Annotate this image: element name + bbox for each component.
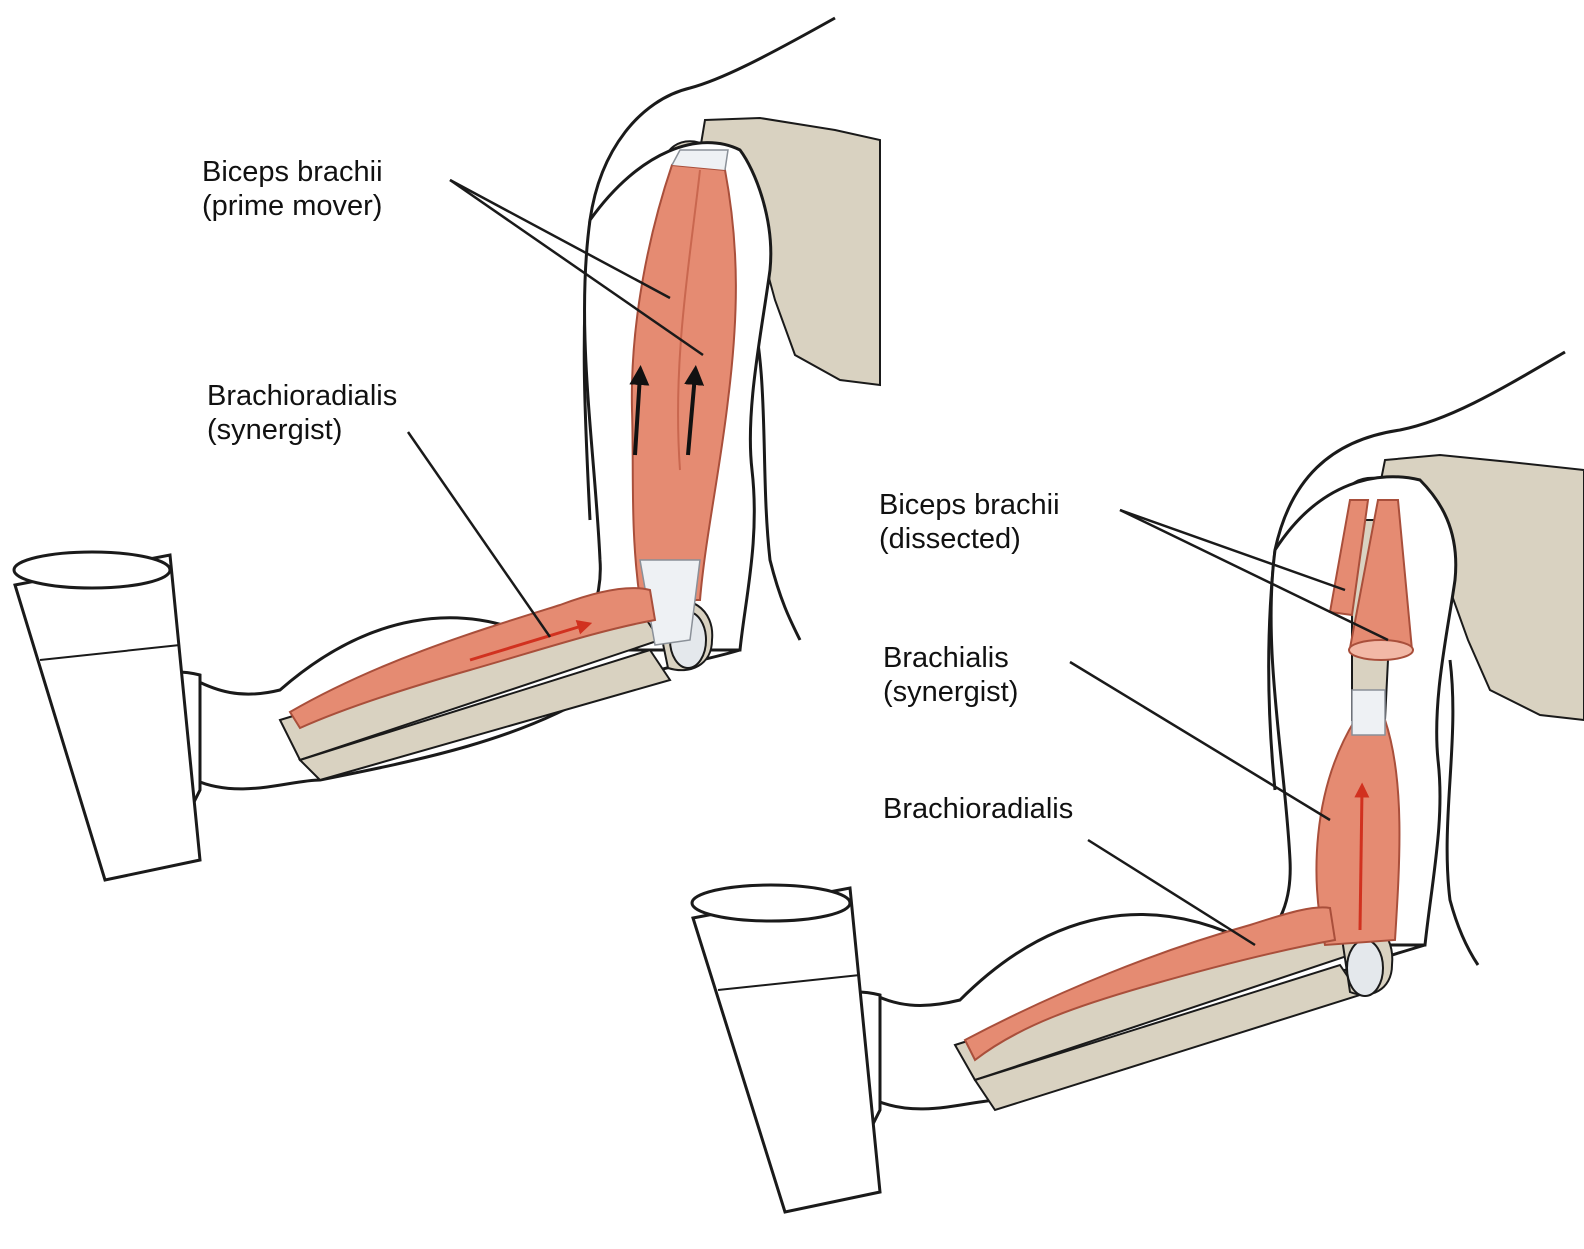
brachioradialis-name: Brachioradialis xyxy=(883,793,1074,825)
biceps-name: Biceps brachii xyxy=(879,489,1060,521)
label-biceps-prime-mover: Biceps brachii (prime mover) xyxy=(202,155,383,223)
brachioradialis-name: Brachioradialis xyxy=(207,380,398,412)
label-brachioradialis: Brachioradialis xyxy=(883,792,1073,826)
right-brachioradialis-leader xyxy=(1087,838,1256,947)
right-brachialis-leader xyxy=(1069,660,1331,822)
arrow-up-icon xyxy=(1354,782,1370,931)
left-biceps-tendon-top xyxy=(671,149,729,171)
right-biceps-stump-a xyxy=(1328,499,1370,617)
arrow-up-icon xyxy=(684,365,705,456)
biceps-role: (prime mover) xyxy=(202,190,383,222)
right-brachialis-muscle xyxy=(1315,719,1401,947)
glass-icon xyxy=(690,883,882,1214)
left-body-outline xyxy=(582,16,836,521)
biceps-name: Biceps brachii xyxy=(202,156,383,188)
left-biceps-leader-a xyxy=(449,178,671,300)
glass-icon xyxy=(12,550,202,882)
left-biceps-leader-b xyxy=(449,178,704,357)
right-back-outline xyxy=(1445,659,1480,966)
arrow-up-icon xyxy=(629,365,650,456)
right-biceps-cut xyxy=(1348,639,1414,661)
right-brachioradialis-muscle xyxy=(963,906,1337,1062)
brachialis-role: (synergist) xyxy=(883,676,1019,708)
right-arm-panel xyxy=(690,350,1584,1214)
left-biceps-muscle xyxy=(630,163,737,601)
right-elbow-knob xyxy=(1346,939,1384,997)
left-biceps-split xyxy=(677,169,701,471)
biceps-role: (dissected) xyxy=(879,523,1021,555)
right-biceps-leader-a xyxy=(1119,508,1346,592)
brachioradialis-role: (synergist) xyxy=(207,414,343,446)
right-body-outline xyxy=(1267,350,1566,791)
label-brachioradialis-synergist: Brachioradialis (synergist) xyxy=(207,379,397,447)
right-brachialis-tendon xyxy=(1351,689,1386,736)
left-ulna xyxy=(298,648,672,782)
label-brachialis-synergist: Brachialis (synergist) xyxy=(883,641,1018,709)
arrow-up-icon xyxy=(469,620,593,662)
right-biceps-leader-b xyxy=(1119,508,1389,642)
left-back-outline xyxy=(748,299,802,641)
brachialis-name: Brachialis xyxy=(883,642,1009,674)
label-biceps-dissected: Biceps brachii (dissected) xyxy=(879,488,1060,556)
left-brachioradialis-leader xyxy=(406,431,552,638)
left-arm-panel xyxy=(12,16,881,882)
